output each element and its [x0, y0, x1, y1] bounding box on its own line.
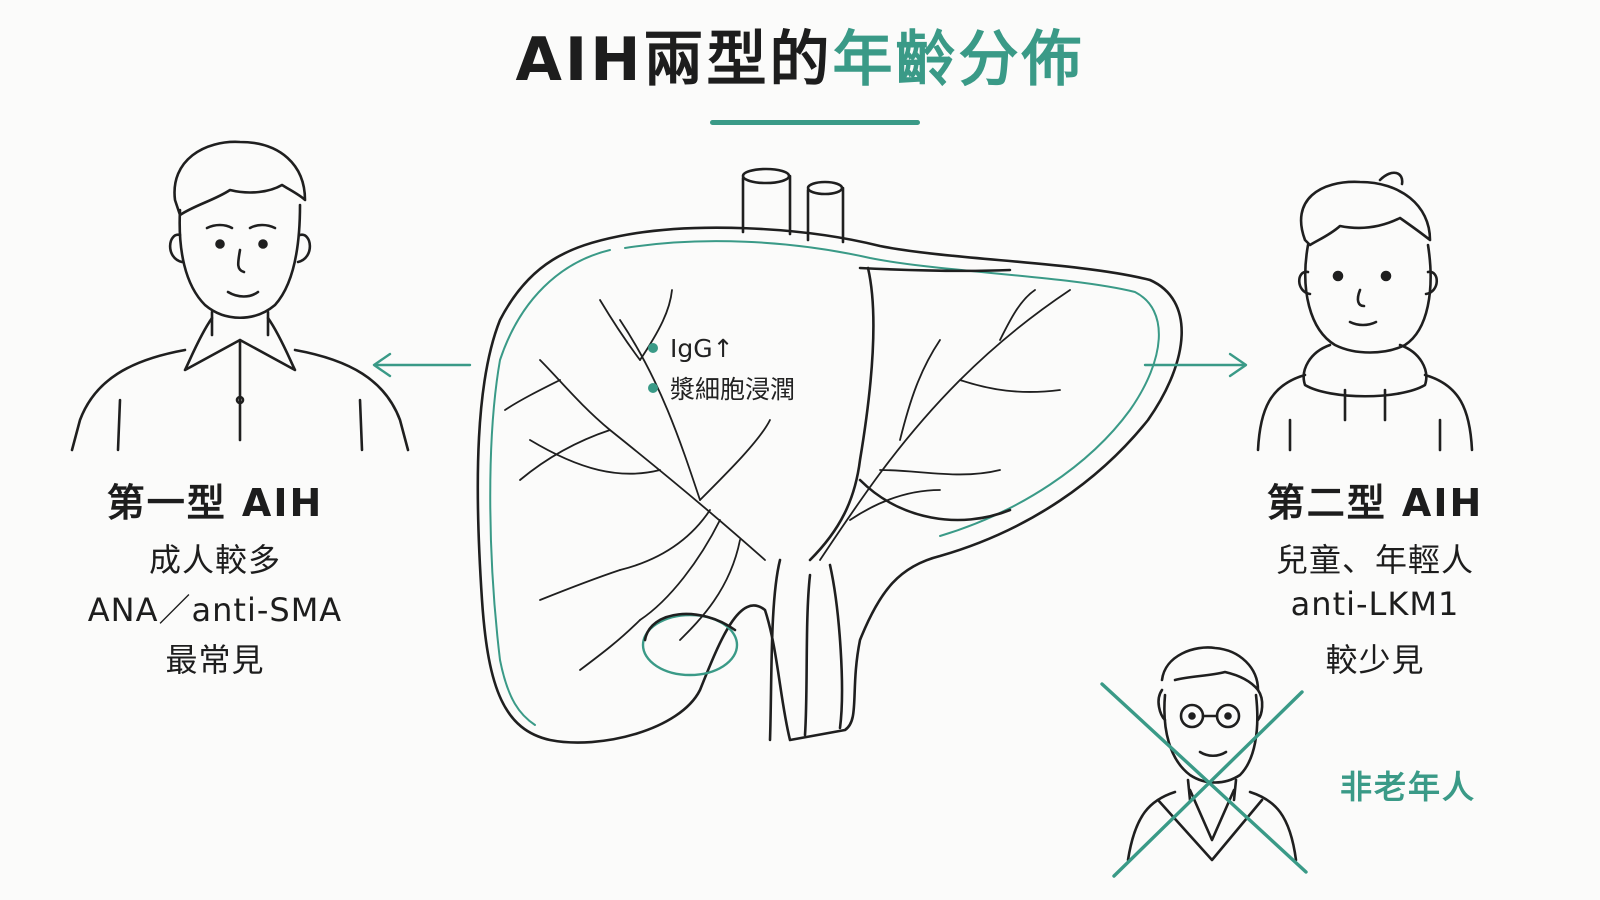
liver-point-label: IgG↑: [670, 333, 734, 363]
liver-icon: [476, 167, 1183, 744]
title-accent: 年齡分佈: [832, 25, 1085, 95]
type1-line: ANA／anti-SMA: [87, 591, 343, 629]
not-elderly-label: 非老年人: [1340, 768, 1477, 806]
type1-heading: 第一型 AIH: [106, 481, 324, 525]
child-hoodie-icon: [1256, 171, 1474, 452]
page-title: AIH兩型的年齡分佈: [0, 20, 1600, 100]
bullet-dot-icon: [648, 383, 658, 393]
bullet-dot-icon: [648, 343, 658, 353]
liver-annotations: IgG↑ 漿細胞浸潤: [648, 328, 795, 408]
title-underline: [710, 120, 920, 125]
arrow-right-icon: [1143, 352, 1248, 378]
type2-line: 較少見: [1325, 641, 1425, 679]
type2-line: 兒童、年輕人: [1275, 541, 1474, 579]
type2-heading: 第二型 AIH: [1266, 481, 1484, 525]
liver-point-label: 漿細胞浸潤: [670, 375, 796, 404]
type1-line: 成人較多: [148, 541, 281, 579]
type2-line: anti-LKM1: [1290, 585, 1460, 623]
arrow-left-icon: [372, 352, 472, 378]
title-main: AIH兩型的: [515, 25, 833, 95]
type1-line: 最常見: [165, 641, 265, 679]
liver-point: 漿細胞浸潤: [648, 368, 795, 408]
liver-point: IgG↑: [648, 328, 795, 368]
adult-man-icon: [70, 140, 410, 452]
cross-icon: [1100, 682, 1308, 878]
